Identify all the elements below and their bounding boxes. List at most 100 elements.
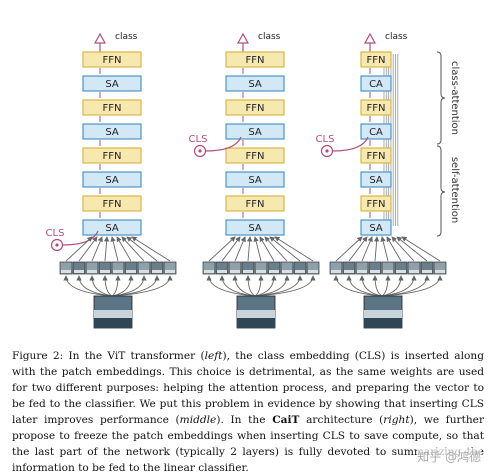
patch-highlight: [344, 270, 354, 273]
input-image-water: [94, 318, 132, 328]
image-arrow: [372, 275, 383, 297]
diagram-left: [50, 32, 177, 329]
patch-highlight: [396, 270, 406, 273]
class-arrow-head: [363, 32, 377, 44]
input-image-ice: [94, 310, 132, 318]
sa-block-label: SA: [369, 175, 383, 186]
patch-highlight: [282, 270, 292, 273]
patch-arrow: [274, 236, 314, 262]
ffn-block-label: FFN: [103, 199, 122, 210]
caption-part3: ). In the: [216, 414, 273, 426]
sa-block-label: SA: [105, 127, 119, 138]
patch-highlight: [230, 270, 240, 273]
patch-arrow: [386, 236, 402, 262]
image-arrow: [381, 275, 443, 297]
sa-block-label: SA: [248, 223, 262, 234]
patch-highlight: [308, 270, 318, 273]
ffn-block: [360, 195, 392, 212]
ffn-block: [225, 147, 285, 164]
diagram-middle: [193, 32, 320, 329]
ffn-block-label: FFN: [103, 103, 122, 114]
patch-arrow: [380, 236, 389, 262]
patch-arrow: [391, 236, 415, 262]
ffn-block: [360, 147, 392, 164]
patch-highlight: [165, 270, 175, 273]
patch-highlight: [217, 270, 227, 273]
patch-highlight: [152, 270, 162, 273]
image-arrow: [219, 275, 256, 297]
input-image-ice: [237, 310, 275, 318]
ca-block: [360, 75, 392, 92]
sa-block: [225, 123, 285, 140]
image-arrow: [381, 275, 391, 297]
sa-block-label: SA: [248, 127, 262, 138]
cls-path: [332, 136, 369, 152]
sa-block: [82, 171, 142, 188]
sa-block: [225, 219, 285, 236]
patch-arrow: [396, 236, 428, 262]
image-arrow: [102, 275, 113, 297]
ffn-block-label: FFN: [367, 55, 386, 66]
class-arrow-head: [93, 32, 107, 44]
patch-highlight: [383, 270, 393, 273]
patch-arrow: [110, 236, 119, 262]
ffn-block-label: FFN: [246, 103, 265, 114]
patch-highlight: [256, 270, 266, 273]
patch-arrow: [234, 236, 246, 262]
patch-arrow: [103, 236, 110, 262]
caption-middle: middle: [179, 414, 217, 426]
patch-highlight: [100, 270, 110, 273]
ffn-block-label: FFN: [367, 199, 386, 210]
patch-arrow: [253, 236, 262, 262]
ca-block-label: CA: [369, 79, 383, 90]
patch-highlight: [204, 270, 214, 273]
patch-arrow: [246, 236, 253, 262]
patch-arrow: [78, 236, 98, 262]
image-arrow: [346, 275, 383, 297]
sa-block-label: SA: [105, 79, 119, 90]
self-attention-label: self-attention: [449, 157, 460, 223]
patch-arrow: [361, 236, 373, 262]
image-arrow: [111, 275, 160, 297]
image-arrow: [111, 275, 121, 297]
ffn-block: [82, 147, 142, 164]
image-arrow: [254, 275, 316, 297]
image-arrow: [254, 275, 264, 297]
patch-arrow: [348, 236, 368, 262]
ca-block-label: CA: [369, 127, 383, 138]
patch-highlight: [422, 270, 432, 273]
sa-block: [82, 75, 142, 92]
patch-highlight: [370, 270, 380, 273]
patch-arrow: [259, 236, 275, 262]
ffn-block: [225, 195, 285, 212]
class-label: class: [385, 32, 408, 42]
patch-highlight: [357, 270, 367, 273]
cls-label: CLS: [46, 228, 65, 239]
ffn-block-label: FFN: [246, 151, 265, 162]
ffn-block-label: FFN: [103, 55, 122, 66]
sa-block: [225, 75, 285, 92]
sa-block: [360, 171, 392, 188]
ffn-block: [82, 51, 142, 68]
image-arrow: [381, 275, 430, 297]
diagram-right: [320, 32, 447, 329]
class-attention-brace: [436, 51, 446, 145]
patch-highlight: [243, 270, 253, 273]
ffn-block: [225, 51, 285, 68]
sa-block-label: SA: [248, 175, 262, 186]
image-arrow: [89, 275, 113, 297]
ffn-block-label: FFN: [103, 151, 122, 162]
patch-arrow: [269, 236, 301, 262]
patch-arrow: [121, 236, 145, 262]
self-attention-brace: [436, 145, 446, 237]
figure-caption: Figure 2: In the ViT transformer (left),…: [12, 348, 484, 476]
caption-part2: ), the class embedding (CLS) is inserted…: [12, 350, 484, 426]
patch-arrow: [401, 236, 441, 262]
patch-arrow: [91, 236, 103, 262]
patch-highlight: [126, 270, 136, 273]
sa-block-label: SA: [248, 79, 262, 90]
patch-arrow: [221, 236, 241, 262]
cls-token-dot: [55, 243, 59, 247]
patch-highlight: [295, 270, 305, 273]
class-attention-label: class-attention: [449, 61, 460, 135]
